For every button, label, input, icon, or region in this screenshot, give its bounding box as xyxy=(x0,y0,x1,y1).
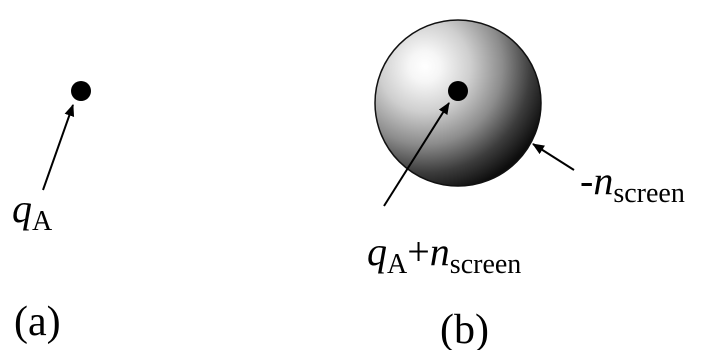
arrow-to-qa-plus-n xyxy=(383,102,450,207)
label-qa-a: qA xyxy=(12,186,53,237)
arrow-to-qa-a xyxy=(42,104,75,191)
arrow-neg-n xyxy=(532,143,575,171)
panel-a-caption: (a) xyxy=(14,299,61,345)
point-qa-plus-n xyxy=(448,81,468,101)
label-neg-n-screen: -nscreen xyxy=(580,158,685,209)
sphere xyxy=(374,19,542,187)
panel-a: qA (a) xyxy=(12,81,91,345)
label-qa-plus-n: qA+nscreen xyxy=(367,229,521,280)
panel-b: qA+nscreen -nscreen (b) xyxy=(367,19,685,353)
panel-b-caption: (b) xyxy=(440,307,489,350)
point-qa-a xyxy=(71,81,91,101)
